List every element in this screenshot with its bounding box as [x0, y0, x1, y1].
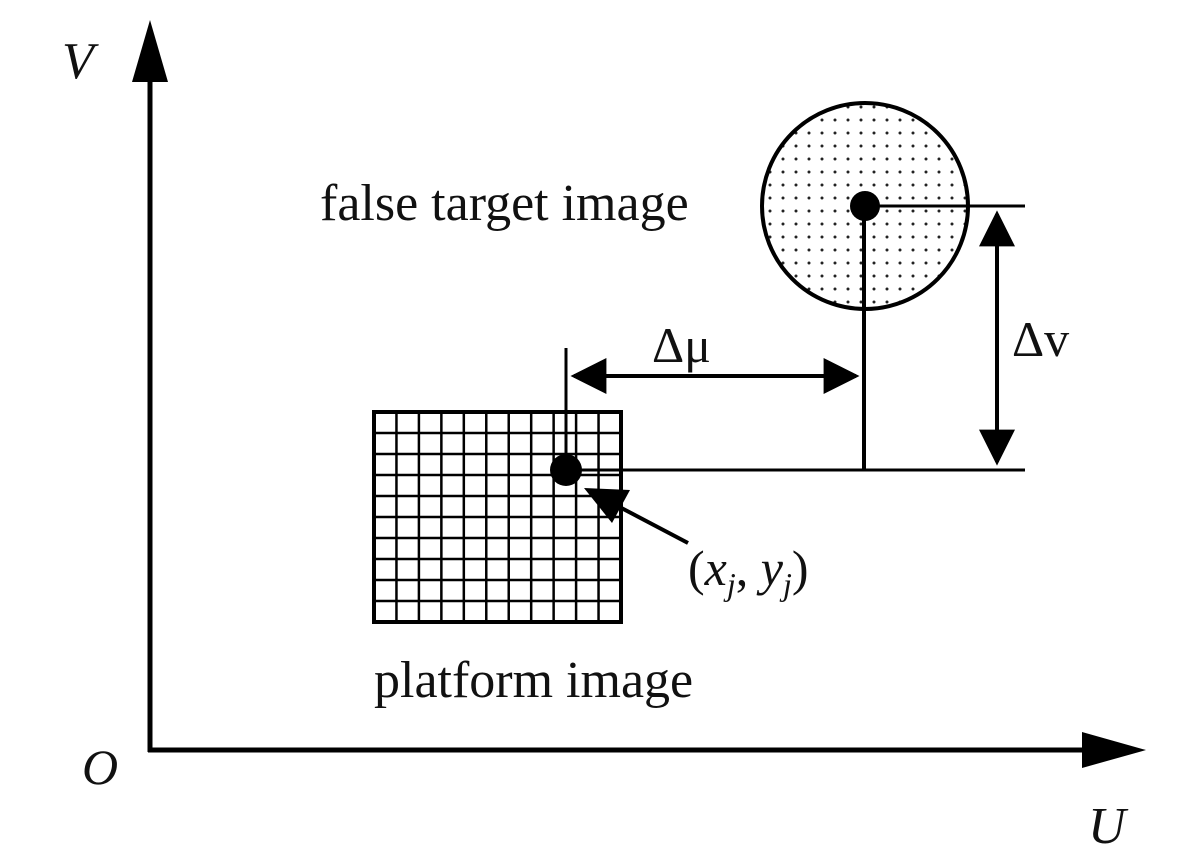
horizontal-axis [148, 732, 1146, 768]
point-y: y [756, 540, 784, 596]
point-pointer-arrow-icon [584, 488, 630, 523]
point-coordinate-label: (xj, yj) [688, 540, 809, 602]
point-separator: , [736, 540, 761, 596]
grid-rectangle-icon [372, 410, 623, 624]
point-open-paren: ( [688, 540, 705, 596]
platform-label: platform image [374, 652, 693, 709]
connector-lines [564, 204, 1025, 472]
platform-point-dot [550, 454, 582, 486]
delta-v-label: Δv [1012, 311, 1069, 367]
point-x: x [704, 540, 727, 596]
horizontal-axis-arrow-icon [1082, 732, 1146, 768]
false-target-label: false target image [320, 175, 689, 232]
point-pointer-line [609, 500, 689, 545]
vertical-axis-arrow-icon [132, 20, 168, 82]
point-y-subscript: j [779, 566, 792, 602]
origin-label: O [82, 739, 118, 795]
platform-point [550, 454, 689, 545]
delta-u-label: Δμ [652, 317, 711, 373]
point-close-paren: ) [792, 540, 809, 596]
horizontal-axis-label: U [1088, 798, 1129, 855]
point-x-subscript: j [723, 566, 736, 602]
vertical-axis [132, 20, 168, 752]
vertical-axis-label: V [62, 33, 99, 90]
